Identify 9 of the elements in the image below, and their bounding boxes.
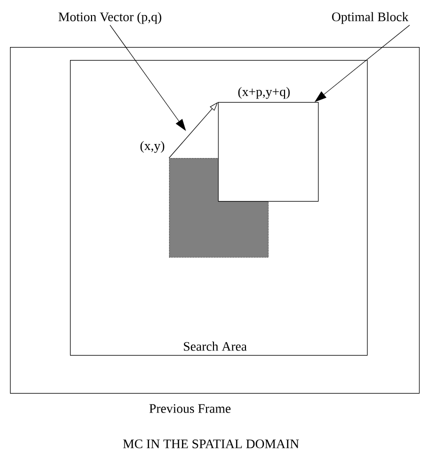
coordinate-label: (x+p,y+q) (238, 86, 290, 99)
area-label: Search Area (184, 342, 247, 351)
callout-text: Motion Vector (p,q) (58, 12, 162, 24)
callout-text: Optimal Block (332, 12, 408, 24)
leader-line (110, 24, 186, 131)
frame-label: Previous Frame (149, 404, 231, 413)
caption: MC IN THE SPATIAL DOMAIN (123, 440, 299, 448)
coordinate-label: (x,y) (140, 140, 164, 153)
motion-vector-arrow (168, 102, 218, 158)
